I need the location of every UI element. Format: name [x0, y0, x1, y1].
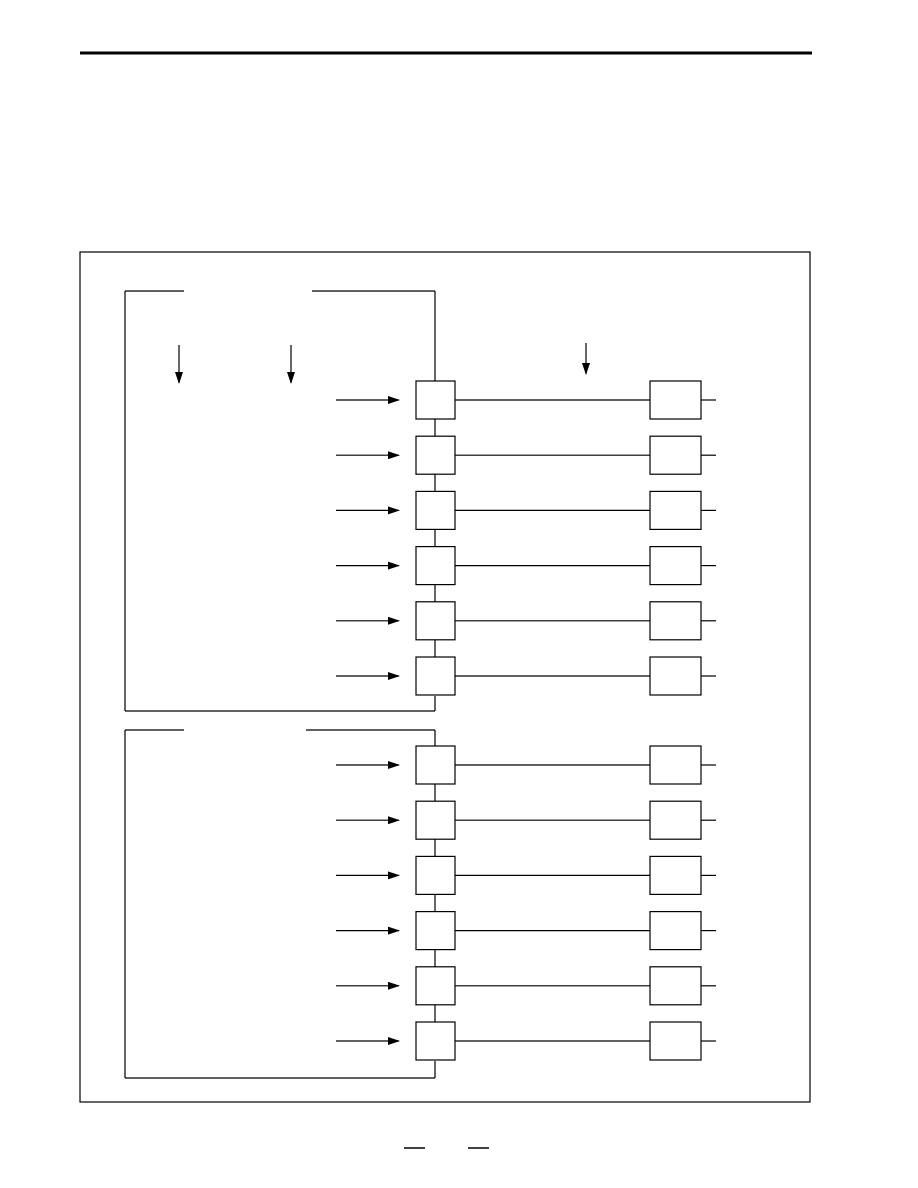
output-block-5: [649, 601, 702, 641]
output-block-7: [649, 745, 702, 785]
output-block-3: [649, 490, 702, 530]
output-block-10: [649, 910, 702, 951]
input-block-8: [415, 800, 456, 840]
figure-frame: [79, 251, 811, 1103]
input-block-5: [415, 601, 456, 641]
input-block-2: [415, 435, 456, 475]
input-block-11: [415, 966, 456, 1006]
output-block-11: [649, 966, 702, 1006]
output-block-1: [649, 380, 702, 420]
upper-group-bracket: [124, 290, 436, 712]
input-block-4: [415, 545, 456, 586]
input-block-3: [415, 490, 456, 530]
input-block-9: [415, 855, 456, 896]
output-block-9: [649, 855, 702, 896]
output-block-12: [649, 1021, 702, 1061]
output-block-4: [649, 545, 702, 586]
output-block-6: [649, 656, 702, 696]
output-block-2: [649, 435, 702, 475]
output-block-8: [649, 800, 702, 840]
input-block-7: [415, 745, 456, 785]
input-block-10: [415, 910, 456, 951]
input-block-12: [415, 1021, 456, 1061]
input-block-6: [415, 656, 456, 696]
input-block-1: [415, 380, 456, 420]
lower-group-bracket: [124, 729, 436, 1079]
